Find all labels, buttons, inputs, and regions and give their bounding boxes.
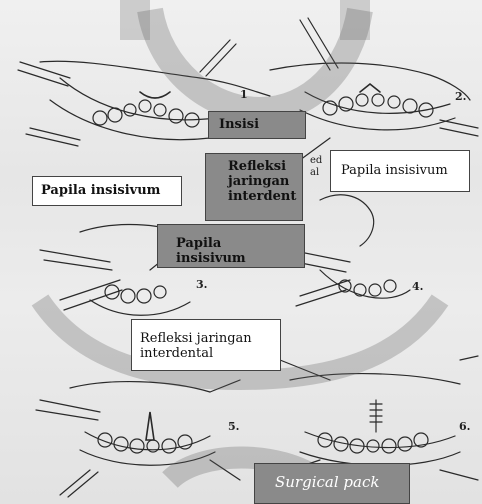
label-papila-insisivum-middle: Papila insisivum <box>157 224 305 268</box>
step-number-4: 4. <box>412 280 423 293</box>
step-number-5: 5. <box>228 420 239 433</box>
step-number-3: 3. <box>196 278 207 291</box>
side-text-bottom: al <box>310 167 319 178</box>
side-text-top: ed <box>310 155 322 166</box>
label-papila-insisivum-right: Papila insisivum <box>330 150 470 192</box>
panel-5-drawing <box>36 380 240 497</box>
step-number-2: 2. <box>455 90 466 103</box>
label-papila-insisivum-left: Papila insisivum <box>32 176 182 206</box>
step-number-6: 6. <box>459 420 470 433</box>
label-refleksi-jaringan-top: Refleksi jaringan interdent <box>205 153 303 221</box>
step-number-1: 1 <box>240 88 248 101</box>
label-surgical-pack: Surgical pack <box>254 463 410 504</box>
panel-6-drawing <box>280 356 478 480</box>
label-refleksi-jaringan-interdental: Refleksi jaringan interdental <box>131 319 281 371</box>
label-insisi: Insisi <box>208 111 306 139</box>
